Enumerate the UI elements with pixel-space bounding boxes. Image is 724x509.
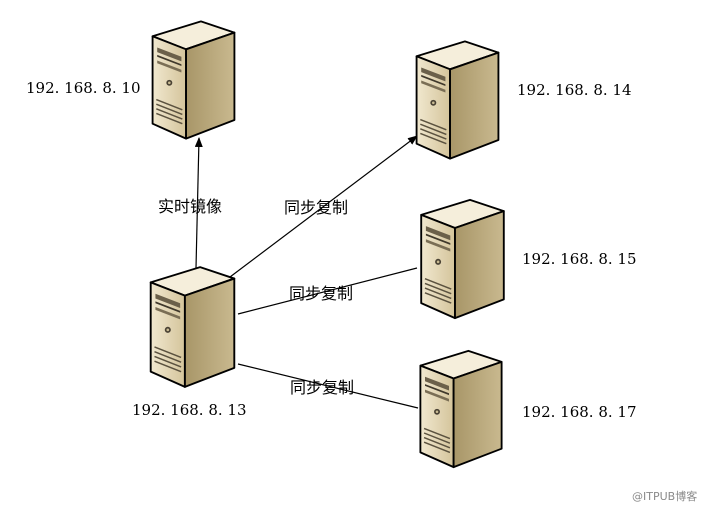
sync-label-17: 同步复制 (290, 378, 354, 397)
mirror-link (194, 137, 203, 269)
server-icon-10[interactable] (151, 20, 236, 140)
connections (194, 135, 419, 409)
sync-link-15 (237, 267, 418, 315)
server-icon-15[interactable] (420, 198, 505, 320)
sync-label-15: 同步复制 (289, 284, 353, 303)
sync-link-17 (237, 363, 419, 409)
server-ip-15: 192. 168. 8. 15 (522, 250, 637, 268)
server-ip-13: 192. 168. 8. 13 (132, 401, 247, 419)
sync-link-14 (225, 135, 418, 281)
sync-label-14: 同步复制 (284, 198, 348, 217)
server-icon-17[interactable] (419, 349, 503, 469)
server-ip-17: 192. 168. 8. 17 (522, 403, 637, 421)
mirror-label: 实时镜像 (158, 197, 222, 216)
server-icon-13[interactable] (149, 266, 236, 388)
watermark: @ITPUB博客 (632, 489, 697, 503)
server-icon-14[interactable] (415, 40, 500, 160)
server-ip-10: 192. 168. 8. 10 (26, 79, 141, 97)
server-ip-14: 192. 168. 8. 14 (517, 81, 632, 99)
